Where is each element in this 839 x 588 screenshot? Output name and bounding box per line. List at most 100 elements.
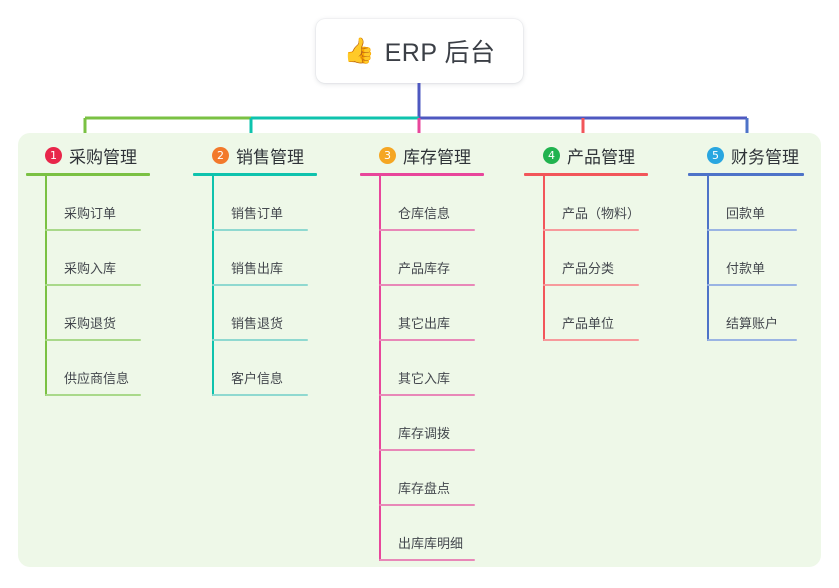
- branch-leaf-underline: [379, 229, 475, 231]
- root-node[interactable]: 👍 ERP 后台: [316, 19, 523, 83]
- branch-leaf-underline: [707, 339, 797, 341]
- branch-leaf-item[interactable]: 结算账户: [707, 286, 838, 341]
- branch-leaf-item[interactable]: 销售订单: [212, 176, 353, 231]
- branch-spine: [212, 176, 214, 396]
- branch-underline: [26, 173, 150, 176]
- branch-header-3[interactable]: 3 库存管理: [360, 142, 520, 168]
- branch-leaf-underline: [543, 339, 639, 341]
- branch-title: 采购管理: [69, 147, 137, 167]
- branch-leaf-label: 产品（物料）: [562, 206, 641, 221]
- branch-leaf-underline: [212, 229, 308, 231]
- branch-leaf-label: 采购退货: [64, 316, 117, 331]
- branch-leaf-label: 产品库存: [398, 261, 451, 276]
- branch-spine: [543, 176, 545, 341]
- branch-leaf-label: 仓库信息: [398, 206, 451, 221]
- branch-number-badge: 3: [379, 146, 396, 164]
- branch-header-1[interactable]: 1 采购管理: [26, 142, 186, 168]
- branch-body: 产品（物料） 产品分类产品单位: [543, 176, 684, 341]
- branch-underline: [360, 173, 484, 176]
- branch-body: 销售订单销售出库销售退货客户信息: [212, 176, 353, 396]
- branch-leaf-item[interactable]: 销售退货: [212, 286, 353, 341]
- branch-leaf-item[interactable]: 付款单: [707, 231, 838, 286]
- branch-number-badge: 5: [707, 146, 724, 164]
- branch-header-4[interactable]: 4 产品管理: [524, 142, 684, 168]
- branch-number-badge: 2: [212, 146, 229, 164]
- branch-leaf-label: 销售出库: [231, 261, 284, 276]
- branch-leaf-item[interactable]: 产品库存: [379, 231, 520, 286]
- root-title: ERP 后台: [384, 39, 496, 67]
- branch-body: 仓库信息产品库存其它出库其它入库库存调拨库存盘点出库库明细: [379, 176, 520, 561]
- branch-leaf-underline: [379, 284, 475, 286]
- branch-leaf-underline: [212, 284, 308, 286]
- branch-leaf-item[interactable]: 客户信息: [212, 341, 353, 396]
- branch-leaf-item[interactable]: 出库库明细: [379, 506, 520, 561]
- branch-leaf-label: 库存盘点: [398, 481, 451, 496]
- branch-leaf-label: 供应商信息: [64, 371, 130, 386]
- branch-leaf-underline: [707, 284, 797, 286]
- branch-leaf-underline: [543, 229, 639, 231]
- branch-leaf-underline: [707, 229, 797, 231]
- branch-leaf-label: 库存调拨: [398, 426, 451, 441]
- branch-leaf-underline: [379, 504, 475, 506]
- branch-underline: [688, 173, 804, 176]
- branch-spine: [707, 176, 709, 341]
- branch-leaf-label: 其它入库: [398, 371, 451, 386]
- branch-leaf-label: 产品单位: [562, 316, 615, 331]
- branch-leaf-label: 销售退货: [231, 316, 284, 331]
- branch-leaf-item[interactable]: 库存调拨: [379, 396, 520, 451]
- branch-title: 库存管理: [403, 147, 471, 167]
- branch-body: 采购订单采购入库采购退货供应商信息: [45, 176, 186, 396]
- branch-leaf-underline: [379, 449, 475, 451]
- branch-leaf-underline: [45, 339, 141, 341]
- branch-leaf-label: 结算账户: [726, 316, 779, 331]
- branches-panel: [18, 133, 821, 567]
- branch-leaf-label: 采购入库: [64, 261, 117, 276]
- branch-leaf-label: 采购订单: [64, 206, 117, 221]
- branch-underline: [193, 173, 317, 176]
- branch-leaf-underline: [379, 339, 475, 341]
- branch-leaf-item[interactable]: 产品单位: [543, 286, 684, 341]
- branch-leaf-item[interactable]: 其它出库: [379, 286, 520, 341]
- thumbs-up-icon: 👍: [343, 36, 375, 65]
- branch-leaf-underline: [45, 284, 141, 286]
- branch-leaf-label: 产品分类: [562, 261, 615, 276]
- branch-leaf-underline: [212, 339, 308, 341]
- branch-header-5[interactable]: 5 财务管理: [688, 142, 838, 168]
- branch-column-3: 3 库存管理仓库信息产品库存其它出库其它入库库存调拨库存盘点出库库明细: [360, 142, 520, 561]
- branch-leaf-item[interactable]: 采购退货: [45, 286, 186, 341]
- branch-underline: [524, 173, 648, 176]
- branch-leaf-label: 付款单: [726, 261, 766, 276]
- branch-leaf-item[interactable]: 供应商信息: [45, 341, 186, 396]
- branch-leaf-item[interactable]: 产品（物料）: [543, 176, 684, 231]
- branch-leaf-underline: [45, 229, 141, 231]
- branch-header-2[interactable]: 2 销售管理: [193, 142, 353, 168]
- branch-title: 财务管理: [731, 147, 799, 167]
- branch-leaf-item[interactable]: 产品分类: [543, 231, 684, 286]
- branch-title: 产品管理: [567, 147, 635, 167]
- branch-leaf-item[interactable]: 库存盘点: [379, 451, 520, 506]
- branch-leaf-item[interactable]: 销售出库: [212, 231, 353, 286]
- branch-leaf-label: 出库库明细: [398, 536, 464, 551]
- branch-number-badge: 1: [45, 146, 62, 164]
- branch-leaf-underline: [212, 394, 308, 396]
- branch-spine: [379, 176, 381, 561]
- branch-column-5: 5 财务管理回款单付款单结算账户: [688, 142, 838, 341]
- branch-leaf-underline: [543, 284, 639, 286]
- branch-leaf-item[interactable]: 仓库信息: [379, 176, 520, 231]
- branch-title: 销售管理: [236, 147, 304, 167]
- branch-leaf-label: 销售订单: [231, 206, 284, 221]
- branch-leaf-item[interactable]: 采购入库: [45, 231, 186, 286]
- branch-leaf-label: 客户信息: [231, 371, 284, 386]
- branch-leaf-label: 其它出库: [398, 316, 451, 331]
- branch-number-badge: 4: [543, 146, 560, 164]
- branch-leaf-item[interactable]: 回款单: [707, 176, 838, 231]
- branch-leaf-underline: [379, 394, 475, 396]
- branch-leaf-underline: [379, 559, 475, 561]
- branch-spine: [45, 176, 47, 396]
- branch-leaf-item[interactable]: 采购订单: [45, 176, 186, 231]
- branch-leaf-item[interactable]: 其它入库: [379, 341, 520, 396]
- branch-leaf-underline: [45, 394, 141, 396]
- branch-body: 回款单付款单结算账户: [707, 176, 838, 341]
- branch-leaf-label: 回款单: [726, 206, 766, 221]
